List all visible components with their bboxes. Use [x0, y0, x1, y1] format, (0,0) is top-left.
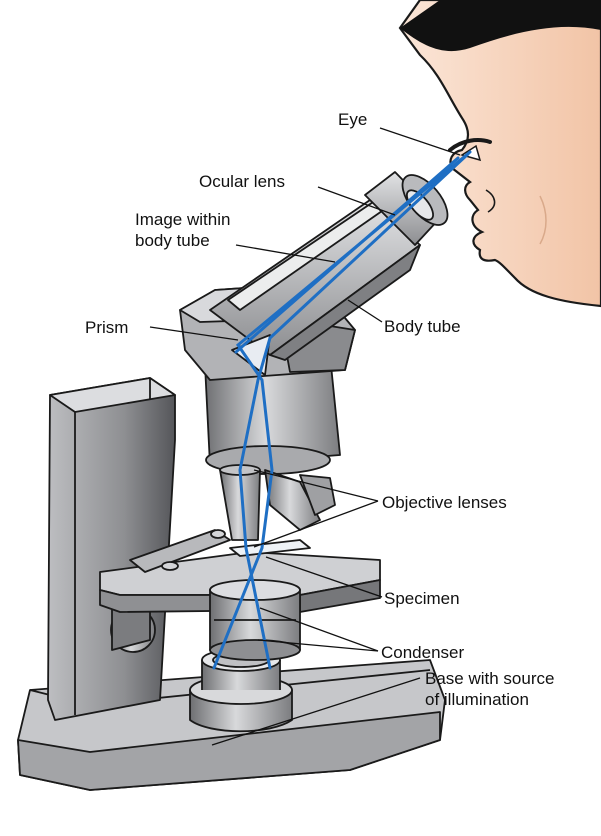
label-specimen: Specimen: [384, 589, 460, 608]
label-base-line2: of illumination: [425, 690, 529, 709]
label-base-line1: Base with source: [425, 669, 554, 688]
face-profile-icon: [400, 0, 601, 306]
microscope-icon: [18, 167, 456, 790]
label-image-within-line2: body tube: [135, 231, 210, 250]
label-prism: Prism: [85, 318, 128, 337]
label-condenser: Condenser: [381, 643, 465, 662]
label-image-within-line1: Image within: [135, 210, 230, 229]
label-body-tube: Body tube: [384, 317, 461, 336]
label-eye: Eye: [338, 110, 367, 129]
label-objective-lenses: Objective lenses: [382, 493, 507, 512]
eye-leader: [380, 128, 460, 155]
label-ocular-lens: Ocular lens: [199, 172, 285, 191]
